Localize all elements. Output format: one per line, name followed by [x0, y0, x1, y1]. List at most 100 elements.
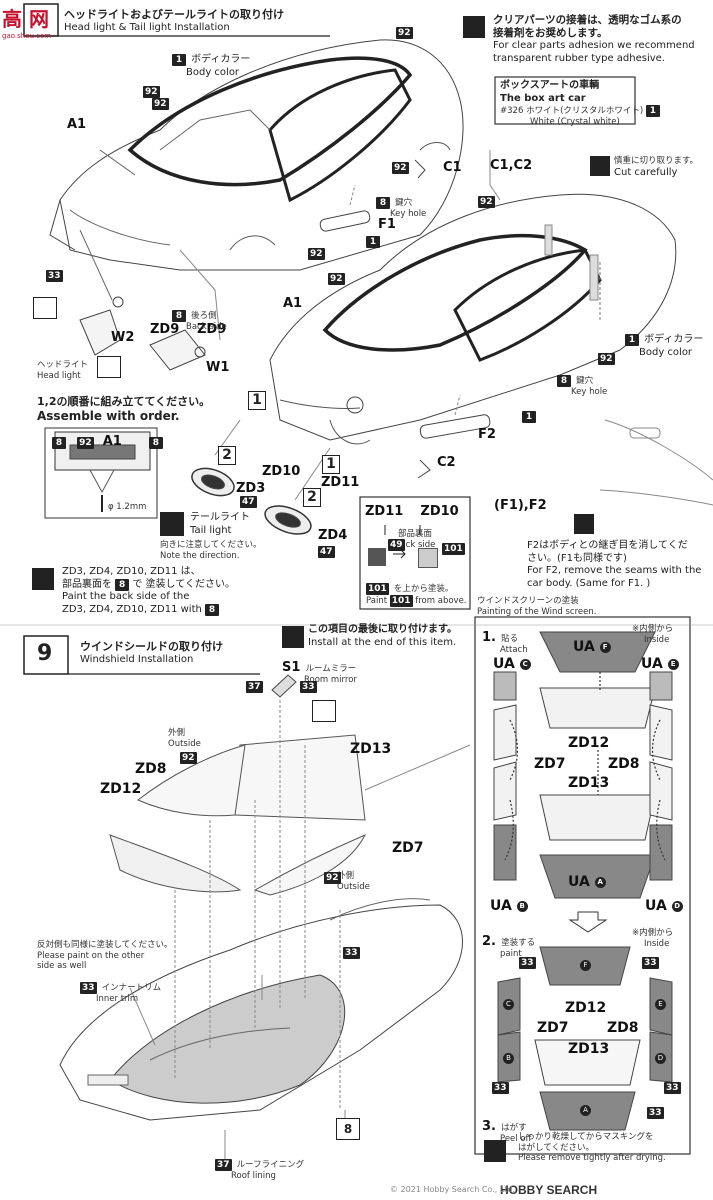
knife-icon	[590, 156, 610, 176]
label-zd9-a: ZD9	[150, 322, 180, 337]
ua-a: UA A	[568, 874, 606, 890]
install-last-en: Install at the end of this item.	[308, 636, 457, 648]
label-w2: W2	[111, 330, 135, 345]
seam-note: F2はボディとの継ぎ目を消してくだ さい。(F1も同様です) For F2, r…	[527, 540, 701, 590]
mask-d: D	[655, 1053, 666, 1064]
p-zd12: ZD12	[565, 1000, 607, 1016]
step3-jp: はがす	[501, 1123, 527, 1133]
head-light-note: ヘッドライト Head light	[37, 360, 88, 381]
cut-carefully-note: 慎重に切り取ります。 Cut carefully	[590, 156, 698, 179]
back-side-badge: 8	[172, 310, 186, 322]
clear-parts-note: クリアパーツの接着は、透明なゴム系の 接着剤をお奨めします。 For clear…	[463, 14, 695, 65]
outside2-jp: 外側	[337, 871, 355, 881]
label-f1: F1	[378, 217, 396, 232]
badge-101: 101	[442, 543, 465, 555]
brush-icon	[32, 568, 54, 590]
upper-car-body	[49, 39, 464, 271]
order-number-1: 1	[322, 455, 340, 474]
step2-jp: 塗装する	[501, 938, 536, 948]
box-back-jp: 部品裏面	[397, 529, 432, 539]
room-mirror-part: S1	[282, 660, 301, 675]
inside1-en: Inside	[644, 634, 670, 645]
brush-icon	[282, 626, 304, 648]
part-back-icon	[368, 548, 386, 566]
paint-from-above-post: from above.	[415, 596, 467, 606]
key-hole-upper-en: Key hole	[390, 209, 427, 219]
ua-e: UA E	[641, 656, 679, 672]
badge-33: 33	[664, 1082, 681, 1094]
other-side-jp: 反対側も同様に塗装してください。	[37, 940, 173, 950]
assemble-order-en: Assemble with order.	[37, 408, 180, 423]
lower-car-body	[269, 193, 677, 445]
step3-number: 3.	[482, 1119, 496, 1134]
label-a1-upper: A1	[67, 117, 87, 132]
badge-33: 33	[46, 270, 63, 282]
inside-note-2: ※内側から Inside	[632, 928, 673, 949]
step1-jp: 貼る	[501, 634, 519, 644]
assemble-order-jp: 1,2の順番に組み立ててください。	[37, 395, 211, 408]
watermark-logo: 高 网	[2, 7, 49, 31]
label-zd7: ZD7	[392, 840, 424, 856]
wp-zd7: ZD7	[534, 756, 566, 772]
wp-zd8: ZD8	[608, 756, 640, 772]
wind-step1: 1. 貼る Attach	[482, 626, 528, 656]
paint-back-note: ZD3, ZD4, ZD10, ZD11 は、 部品裏面を 8 で 塗装してくだ…	[32, 566, 235, 616]
inner-trim-jp: インナートリム	[101, 983, 162, 993]
body-color-right-badge: 1	[625, 334, 639, 346]
key-hole-right: 8 鍵穴 Key hole	[557, 368, 607, 398]
body-color-upper-en: Body color	[186, 66, 240, 78]
back-side-paint-box-border	[359, 496, 471, 610]
file-icon	[574, 514, 594, 534]
badge-101: 101	[366, 583, 389, 595]
key-hole-upper: 8 鍵穴 Key hole	[376, 190, 426, 220]
box-art-color-code: #326	[500, 106, 524, 116]
dry-note: しっかり乾燥してからマスキングを はがしてください。 Please remove…	[518, 1132, 666, 1164]
label-w1: W1	[206, 360, 230, 375]
outside2-en: Outside	[337, 881, 370, 892]
back-side-en: Back side	[186, 322, 227, 332]
badge-92: 92	[396, 27, 413, 39]
ua-b: UA B	[490, 898, 528, 914]
label-f1f2: (F1),F2	[494, 498, 547, 513]
key-hole-upper-badge: 8	[376, 197, 390, 209]
paint-back-en-badge: 8	[205, 603, 220, 616]
inside2-en: Inside	[644, 938, 670, 949]
install-last-note: この項目の最後に取り付けます。 Install at the end of th…	[282, 624, 457, 649]
dry-jp1: しっかり乾燥してからマスキングを	[518, 1132, 654, 1142]
hobby-search-logo: HOBBY SEARCH	[500, 1183, 598, 1197]
inner-trim-en: Inner trim	[96, 994, 139, 1004]
paint-from-above: 101 を上から塗装。 Paint 101 from above.	[366, 576, 467, 607]
copyright-text: © 2021 Hobby Search Co., Ltd.	[390, 1185, 515, 1194]
back-side-paint-box: ZD11 ZD10 部品裏面 Back side	[365, 500, 465, 550]
badge-8: 8	[52, 437, 66, 449]
label-a1-lower: A1	[283, 296, 303, 311]
section9-number: 9	[37, 641, 53, 666]
cut-carefully-en: Cut carefully	[614, 166, 678, 178]
key-hole-right-jp: 鍵穴	[576, 376, 594, 386]
box-back-en: Back side	[394, 539, 436, 550]
clear-note-jp1: クリアパーツの接着は、透明なゴム系の	[493, 14, 682, 26]
outside1-jp: 外側	[168, 728, 186, 738]
mask-a: A	[580, 1105, 591, 1116]
brush-icon	[484, 1140, 506, 1162]
box-zd11: ZD11	[365, 504, 404, 519]
order-number-2: 2	[303, 488, 321, 507]
inside2-jp: ※内側から	[632, 928, 674, 938]
windscreen-paint-panel-border	[474, 616, 691, 1155]
badge-33: 33	[642, 957, 659, 969]
badge-33: 33	[647, 1107, 664, 1119]
clear-note-jp2: 接着剤をお奨めします。	[493, 27, 608, 40]
p-zd13: ZD13	[568, 1041, 610, 1057]
section8-title-jp: ヘッドライトおよびテールライトの取り付け	[64, 8, 284, 21]
seam-jp1: F2はボディとの継ぎ目を消してくだ	[527, 540, 688, 551]
badge-37: 37	[215, 1159, 232, 1171]
cement-icon	[312, 700, 336, 722]
direction-jp: 向きに注意してください。	[160, 540, 262, 550]
badge-92: 92	[152, 98, 169, 110]
badge-92: 92	[392, 162, 409, 174]
back-side-note: 8 後ろ側 Back side	[172, 303, 227, 333]
dry-jp2: はがしてください。	[518, 1142, 594, 1153]
other-side-en1: Please paint on the other	[37, 950, 145, 961]
body-color-upper: 1 ボディカラー Body color	[172, 47, 250, 79]
